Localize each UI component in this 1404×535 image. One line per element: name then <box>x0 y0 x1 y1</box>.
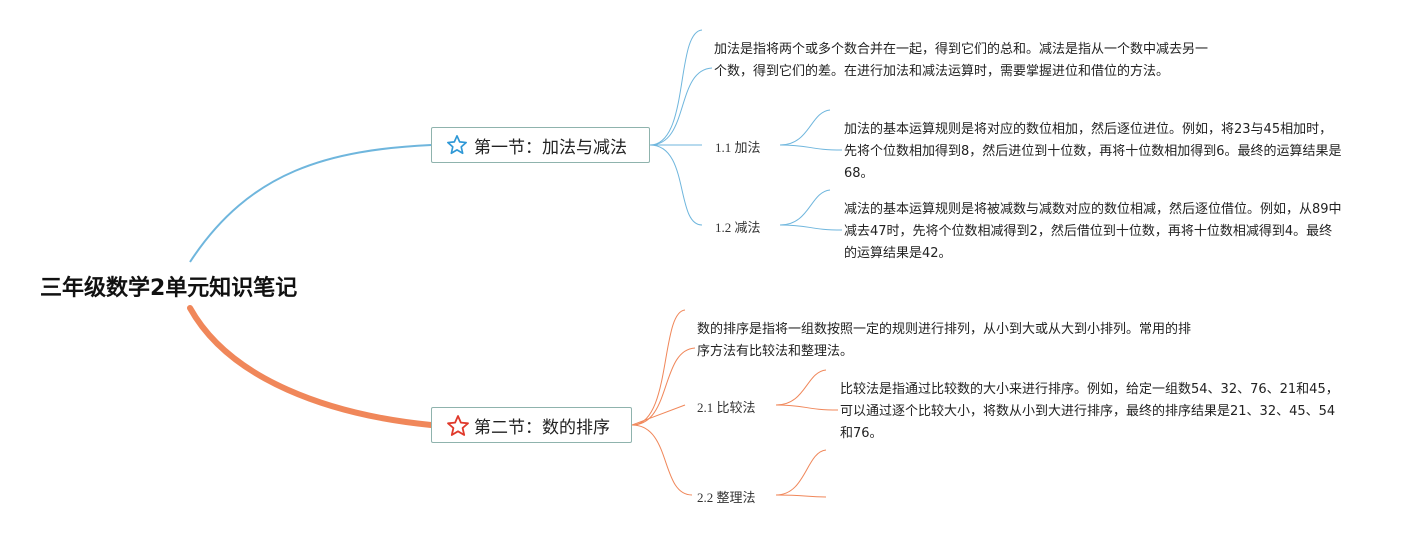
subtopic-1-2-label[interactable]: 1.2 减法 <box>715 220 761 235</box>
subtopic-2-1-label[interactable]: 2.1 比较法 <box>697 400 756 415</box>
subtopic-1-1-label[interactable]: 1.1 加法 <box>715 140 761 155</box>
subtopic-2-1-text[interactable]: 比较法是指通过比较数的大小来进行排序。例如，给定一组数54、32、76、21和4… <box>840 382 1339 441</box>
topic-title: 第二节：数的排序 <box>474 417 610 438</box>
root-title[interactable]: 三年级数学2单元知识笔记 <box>40 276 298 301</box>
topic-section-1[interactable]: 第一节：加法与减法 <box>431 127 650 163</box>
topic-section-2[interactable]: 第二节：数的排序 <box>431 407 632 443</box>
section-1-intro[interactable]: 加法是指将两个或多个数合并在一起，得到它们的总和。减法是指从一个数中减去另一个数… <box>714 42 1209 79</box>
star-outline-icon <box>446 414 469 436</box>
section-2-intro[interactable]: 数的排序是指将一组数按照一定的规则进行排列，从小到大或从大到小排列。常用的排序方… <box>697 322 1192 359</box>
star-outline-icon <box>446 134 468 156</box>
subtopic-1-1-text[interactable]: 加法的基本运算规则是将对应的数位相加，然后逐位进位。例如，将23与45相加时，先… <box>844 122 1342 181</box>
subtopic-1-2-text[interactable]: 减法的基本运算规则是将被减数与减数对应的数位相减，然后逐位借位。例如，从89中减… <box>844 202 1342 261</box>
topic-title: 第一节：加法与减法 <box>474 137 627 158</box>
subtopic-2-2-label[interactable]: 2.2 整理法 <box>697 490 756 505</box>
